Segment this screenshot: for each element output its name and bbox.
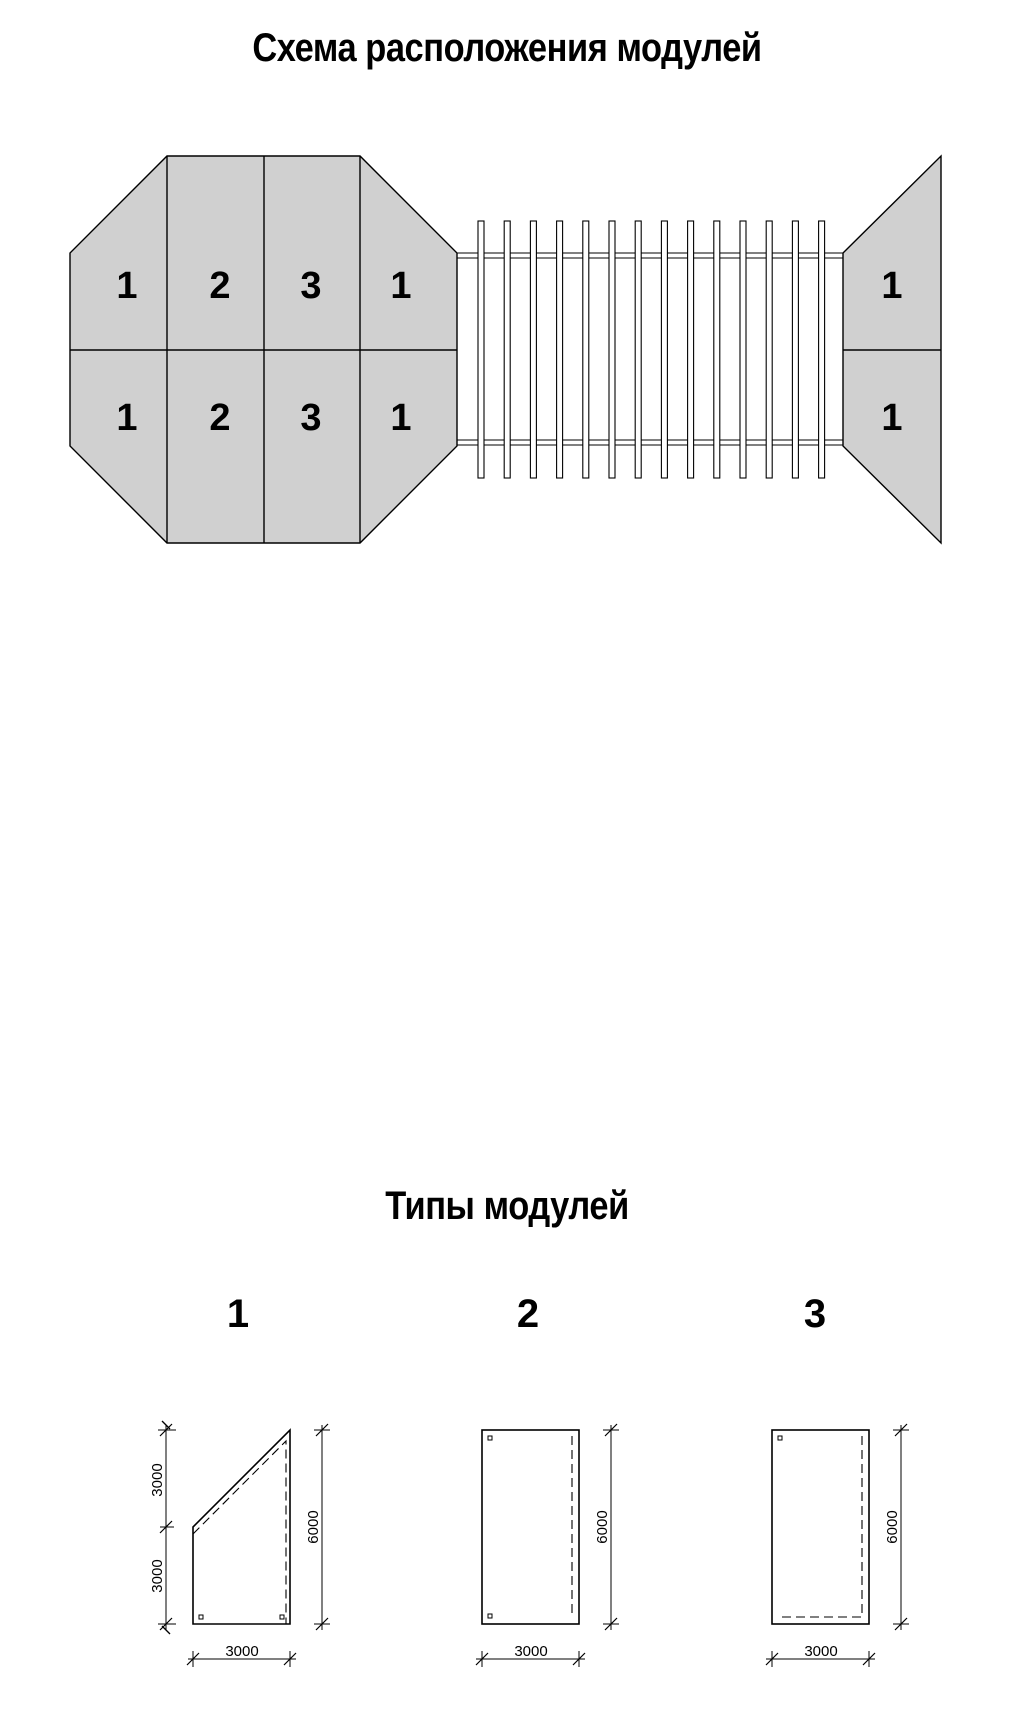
pergola-slat bbox=[529, 220, 537, 479]
module-2-anchor bbox=[487, 1435, 493, 1441]
dim-tick bbox=[159, 1520, 173, 1534]
dim-height-label: 6000 bbox=[305, 1510, 322, 1543]
dim-upper-label: 3000 bbox=[149, 1463, 166, 1496]
pergola-slat bbox=[739, 220, 747, 479]
dim-tick bbox=[894, 1423, 908, 1437]
dim-tick bbox=[894, 1617, 908, 1631]
module-label: 1 bbox=[881, 265, 902, 307]
pergola-slat bbox=[818, 220, 826, 479]
module-type-2-drawing bbox=[475, 1423, 619, 1667]
dim-tick bbox=[159, 1617, 173, 1631]
module-label: 3 bbox=[300, 397, 321, 439]
module-type-1-drawing bbox=[158, 1420, 330, 1667]
pergola-slat bbox=[791, 220, 799, 479]
dim-lower-label: 3000 bbox=[149, 1559, 166, 1592]
dim-height-label: 6000 bbox=[884, 1510, 901, 1543]
pergola-slats bbox=[477, 220, 826, 479]
module-2-shape bbox=[481, 1429, 580, 1625]
pergola-slat bbox=[713, 220, 721, 479]
type-label-2: 2 bbox=[517, 1292, 539, 1336]
module-label: 3 bbox=[300, 265, 321, 307]
module-label: 1 bbox=[390, 397, 411, 439]
module-types-title: Типы модулей bbox=[385, 1184, 629, 1228]
dim-height-label: 6000 bbox=[594, 1510, 611, 1543]
dim-tick bbox=[604, 1617, 618, 1631]
module-label: 1 bbox=[116, 265, 137, 307]
pergola-slat bbox=[556, 220, 564, 479]
pergola-slat bbox=[503, 220, 511, 479]
pergola-slat bbox=[477, 220, 485, 479]
dim-tick bbox=[475, 1652, 489, 1666]
pergola-slat bbox=[660, 220, 668, 479]
dim-tick bbox=[765, 1652, 779, 1666]
module-label: 1 bbox=[390, 265, 411, 307]
module-3-anchor bbox=[777, 1435, 783, 1441]
module-3-edge-dashed bbox=[778, 1436, 863, 1618]
module-2-anchor bbox=[487, 1613, 493, 1619]
octagon-structure bbox=[69, 155, 458, 544]
dim-tick bbox=[604, 1423, 618, 1437]
pergola-slat bbox=[687, 220, 695, 479]
dim-tick bbox=[159, 1423, 173, 1437]
module-1-shape bbox=[192, 1428, 291, 1625]
type-label-1: 1 bbox=[227, 1292, 249, 1336]
dim-width-label: 3000 bbox=[225, 1643, 258, 1660]
dim-tick bbox=[572, 1652, 586, 1666]
module-1-anchor bbox=[279, 1614, 285, 1620]
module-1-edge-dashed bbox=[192, 1439, 287, 1624]
pergola-slat bbox=[582, 220, 590, 479]
pergola-slat bbox=[634, 220, 642, 479]
module-3-shape bbox=[771, 1429, 870, 1625]
octagon-labels: 1 2 3 1 1 2 3 1 bbox=[116, 265, 411, 439]
module-1-anchor bbox=[198, 1614, 204, 1620]
module-label: 1 bbox=[881, 397, 902, 439]
pergola-slat bbox=[608, 220, 616, 479]
module-type-3-drawing bbox=[765, 1423, 909, 1667]
module-label: 1 bbox=[116, 397, 137, 439]
module-label: 2 bbox=[209, 397, 230, 439]
dim-width-label: 3000 bbox=[804, 1643, 837, 1660]
type-label-3: 3 bbox=[804, 1292, 826, 1336]
module-label: 2 bbox=[209, 265, 230, 307]
page-title: Схема расположения модулей bbox=[252, 26, 762, 70]
pergola-slat bbox=[765, 220, 773, 479]
dim-width-label: 3000 bbox=[514, 1643, 547, 1660]
right-wing bbox=[842, 154, 942, 545]
pergola bbox=[457, 220, 843, 479]
dim-tick bbox=[862, 1652, 876, 1666]
